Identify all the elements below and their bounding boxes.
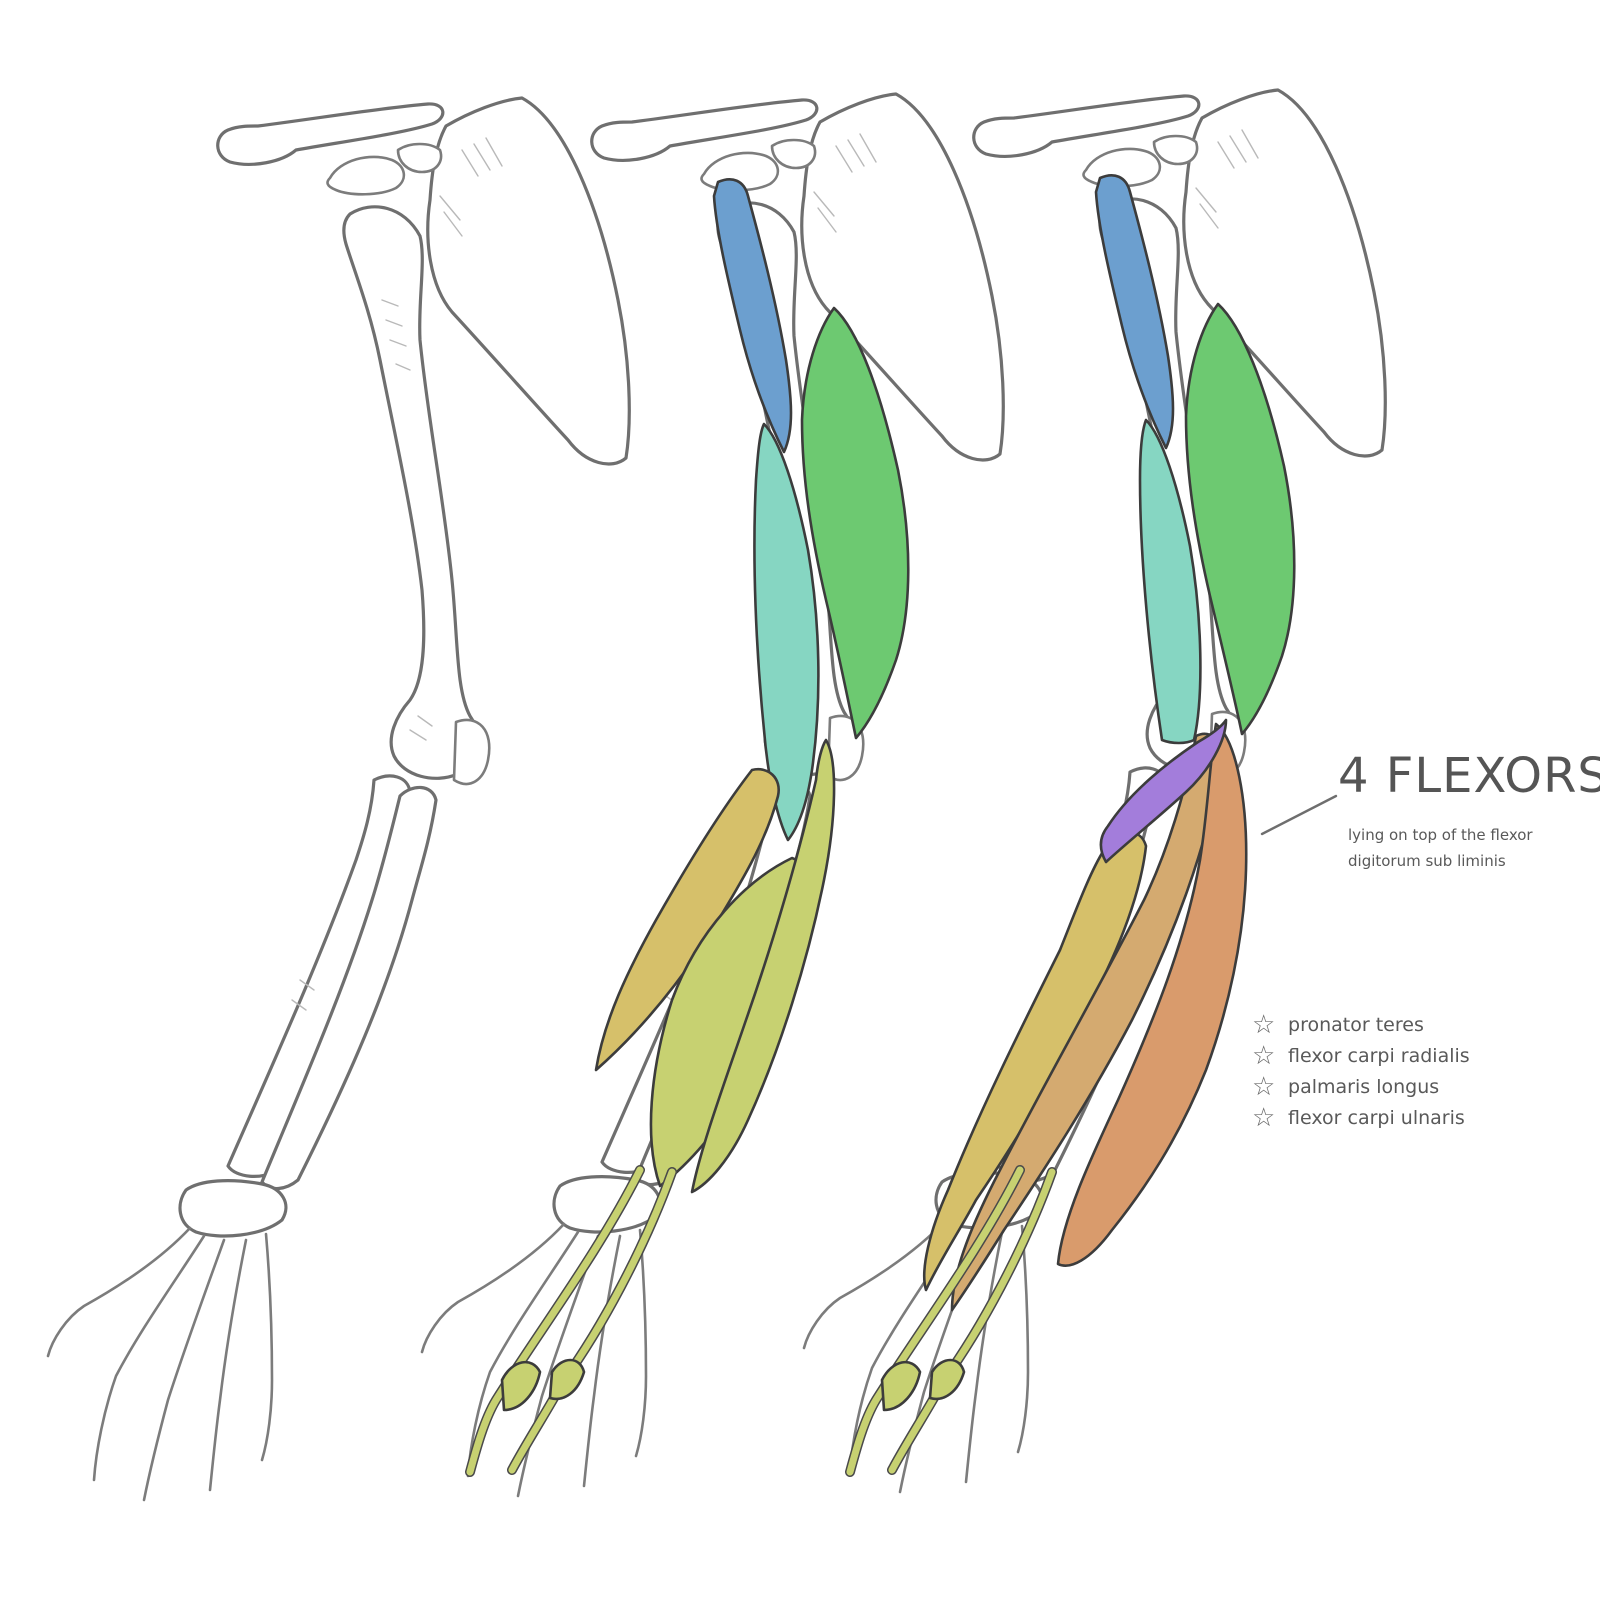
star-icon: ☆ xyxy=(1252,1103,1276,1133)
pronator-teres xyxy=(1099,718,1228,864)
upper-arm-green-muscle-2 xyxy=(1184,302,1296,736)
arm-skeleton-deep-flexors xyxy=(420,92,1005,1498)
coracobrachialis-muscle-2 xyxy=(1094,174,1175,450)
legend-item: ☆ pronator teres xyxy=(1252,1010,1470,1041)
brachialis-muscle xyxy=(753,422,820,842)
forearm-olive-tendon xyxy=(690,738,836,1194)
annotation-title: 4 FLEXORS xyxy=(1338,748,1600,804)
star-icon: ☆ xyxy=(1252,1010,1276,1040)
forearm-ochre-muscle xyxy=(594,767,780,1072)
muscle-legend: ☆ pronator teres ☆ flexor carpi radialis… xyxy=(1252,1010,1470,1134)
arm-skeleton-superficial-flexors xyxy=(802,88,1387,1494)
star-icon: ☆ xyxy=(1252,1041,1276,1071)
flexor-carpi-radialis xyxy=(922,831,1148,1292)
brachialis-muscle-2 xyxy=(1138,418,1202,745)
legend-label: flexor carpi ulnaris xyxy=(1288,1107,1465,1129)
flexor-carpi-ulnaris xyxy=(1056,722,1248,1267)
legend-label: palmaris longus xyxy=(1288,1076,1440,1098)
annotation-pointer-line xyxy=(1260,794,1338,836)
legend-label: flexor carpi radialis xyxy=(1288,1045,1470,1067)
upper-arm-green-muscle xyxy=(800,306,910,740)
legend-label: pronator teres xyxy=(1288,1014,1424,1036)
legend-item: ☆ flexor carpi ulnaris xyxy=(1252,1103,1470,1134)
star-icon: ☆ xyxy=(1252,1072,1276,1102)
legend-item: ☆ palmaris longus xyxy=(1252,1072,1470,1103)
annotation-note: lying on top of the flexor digitorum sub… xyxy=(1348,826,1533,870)
legend-item: ☆ flexor carpi radialis xyxy=(1252,1041,1470,1072)
coracobrachialis-muscle xyxy=(712,178,793,454)
